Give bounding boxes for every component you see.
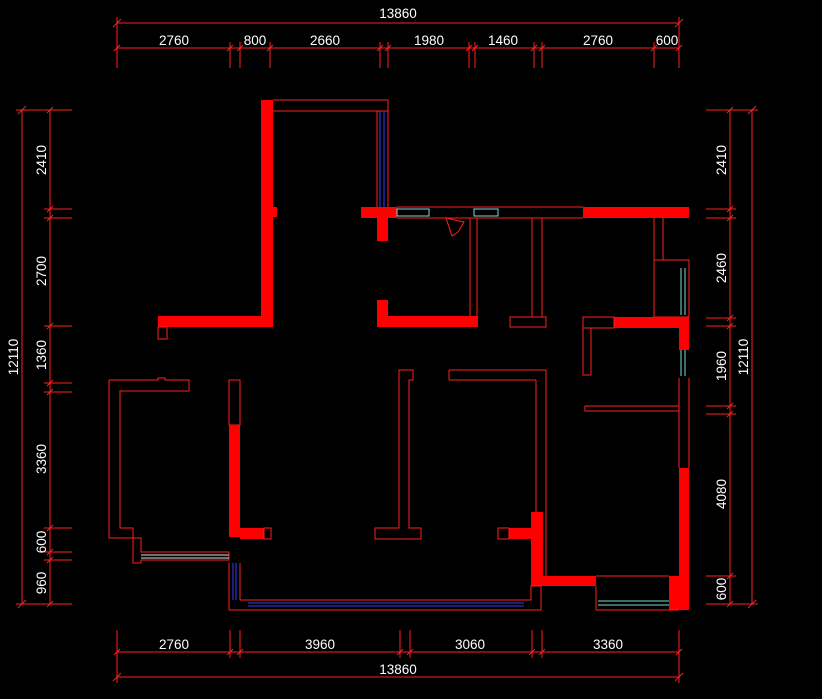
- top-segment-label: 2760: [159, 33, 189, 48]
- left-segment-label: 2410: [34, 145, 49, 175]
- left-total-label: 12110: [6, 339, 21, 376]
- right-segment-label: 1960: [714, 351, 729, 381]
- left-segment-label: 960: [34, 572, 49, 595]
- dimension-lines: [16, 17, 758, 683]
- bottom-segment-label: 2760: [159, 637, 189, 652]
- dimension-labels: 13860 2760 800 2660 1980 1460 2760 600 1…: [6, 6, 751, 677]
- bottom-segment-label: 3360: [593, 637, 623, 652]
- walls: [108, 99, 690, 611]
- top-segment-label: 2760: [583, 33, 613, 48]
- top-segment-label: 800: [244, 33, 267, 48]
- left-segment-label: 3360: [34, 444, 49, 474]
- right-segment-label: 4080: [714, 479, 729, 509]
- windows: [141, 111, 686, 607]
- right-total-label: 12110: [736, 339, 751, 376]
- right-segment-label: 2410: [714, 145, 729, 175]
- left-segment-label: 600: [34, 531, 49, 554]
- bottom-total-label: 13860: [379, 662, 417, 677]
- bottom-segment-label: 3060: [455, 637, 485, 652]
- top-segment-label: 2660: [310, 33, 340, 48]
- top-segment-label: 600: [656, 33, 679, 48]
- top-segment-label: 1980: [414, 33, 444, 48]
- right-segment-label: 2460: [714, 253, 729, 283]
- bottom-segment-label: 3960: [305, 637, 335, 652]
- left-segment-label: 2700: [34, 256, 49, 286]
- right-segment-label: 600: [714, 578, 729, 601]
- top-segment-label: 1460: [488, 33, 518, 48]
- left-segment-label: 1360: [34, 340, 49, 370]
- top-total-label: 13860: [379, 6, 417, 21]
